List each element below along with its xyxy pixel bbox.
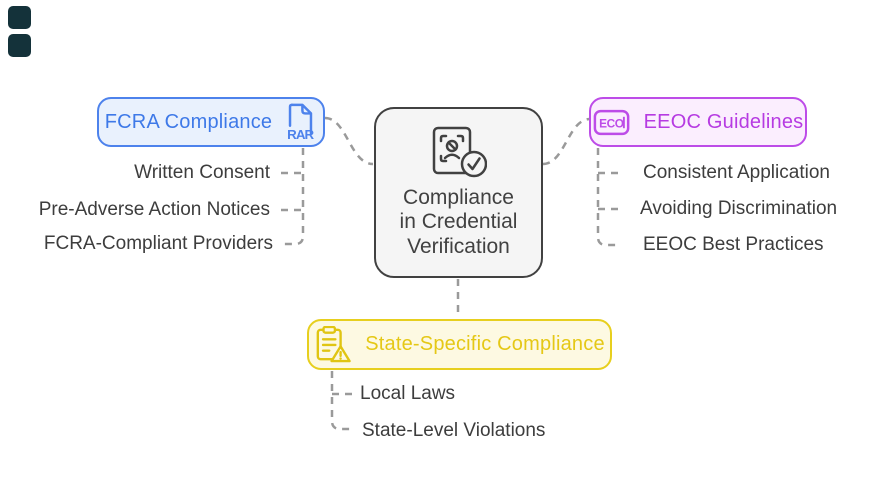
leaf-pre-adverse-action-notices[interactable]: Pre-Adverse Action Notices — [38, 199, 270, 220]
corner-mark-1 — [8, 6, 31, 29]
node-state-label: State-Specific Compliance — [365, 333, 605, 355]
connector-center-eeoc — [542, 117, 591, 166]
identity-verification-check-icon — [432, 126, 487, 177]
clipboard-warning-icon — [316, 326, 352, 363]
leaf-state-level-violations[interactable]: State-Level Violations — [362, 420, 546, 441]
connector-fcra-items — [282, 148, 305, 246]
leaf-avoiding-discrimination[interactable]: Avoiding Discrimination — [640, 198, 838, 219]
corner-mark-2 — [8, 34, 31, 57]
rar-file-icon: RAR — [287, 103, 316, 142]
leaf-written-consent[interactable]: Written Consent — [134, 162, 270, 183]
svg-text:ECO: ECO — [599, 116, 624, 130]
connector-eeoc-items — [596, 148, 618, 247]
leaf-eeoc-best-practices[interactable]: EEOC Best Practices — [643, 234, 824, 255]
leaf-consistent-application[interactable]: Consistent Application — [643, 162, 830, 183]
connector-fcra-center — [324, 116, 374, 166]
node-fcra-compliance[interactable]: FCRA Compliance RAR — [97, 97, 325, 147]
connector-state-items — [330, 371, 352, 431]
central-topic-title: Compliance in Credential Verification — [399, 185, 518, 258]
svg-text:RAR: RAR — [287, 127, 314, 142]
node-eeoc-guidelines[interactable]: ECO EEOC Guidelines — [589, 97, 807, 147]
eco-badge-icon: ECO — [593, 109, 630, 135]
node-state-specific-compliance[interactable]: State-Specific Compliance — [307, 319, 612, 370]
node-fcra-label: FCRA Compliance — [104, 110, 273, 133]
node-central-topic[interactable]: Compliance in Credential Verification — [374, 107, 543, 278]
leaf-fcra-compliant-providers[interactable]: FCRA-Compliant Providers — [43, 233, 273, 254]
node-eeoc-label: EEOC Guidelines — [643, 110, 804, 133]
leaf-local-laws[interactable]: Local Laws — [360, 383, 456, 404]
